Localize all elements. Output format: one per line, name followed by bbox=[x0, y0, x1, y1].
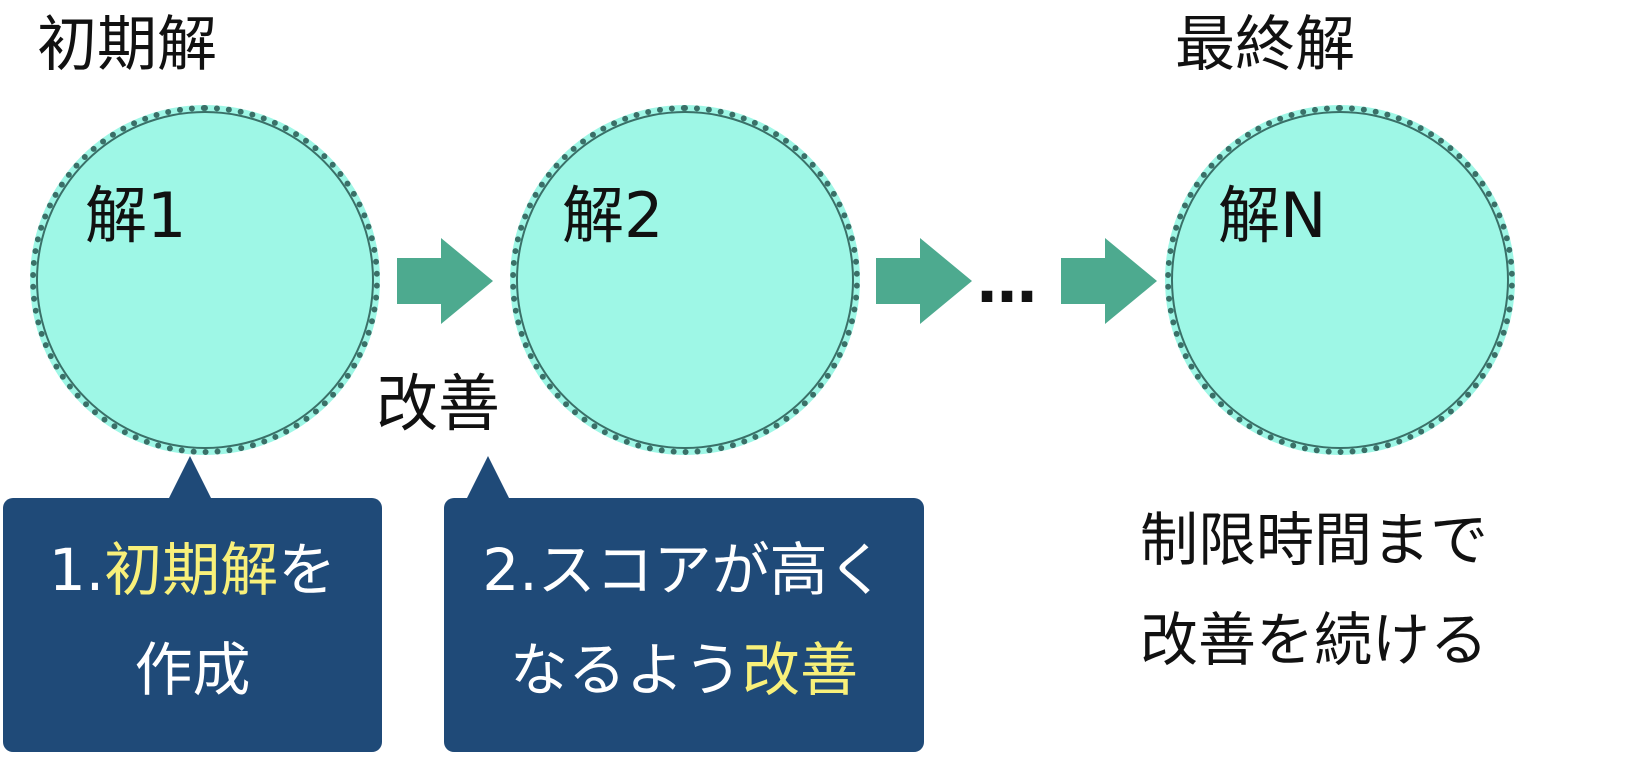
callout-step2-line1: 2.スコアが高く bbox=[482, 536, 886, 604]
final-solution-heading: 最終解 bbox=[1175, 10, 1355, 80]
right-arrow-icon bbox=[397, 238, 493, 324]
callout-step1-pointer bbox=[168, 456, 212, 500]
solution-node-1 bbox=[30, 105, 380, 455]
solution-node-2-label: 解2 bbox=[562, 179, 664, 252]
callout-step1-line1: 1.初期解を bbox=[48, 536, 337, 604]
callout-step1-highlight: 初期解 bbox=[104, 536, 279, 604]
callout-step1-line2: 作成 bbox=[134, 636, 251, 704]
callout-step2-line2: なるよう改善 bbox=[509, 636, 859, 704]
initial-solution-heading: 初期解 bbox=[37, 10, 217, 80]
solution-node-n-label: 解N bbox=[1218, 179, 1327, 252]
right-arrow-icon bbox=[1061, 238, 1157, 324]
note-line1: 制限時間まで bbox=[1140, 506, 1489, 574]
improvement-label: 改善 bbox=[376, 367, 501, 440]
solution-node-n bbox=[1165, 105, 1515, 455]
right-arrow-icon bbox=[876, 238, 972, 324]
note-line2: 改善を続ける bbox=[1140, 606, 1489, 674]
solution-node-2 bbox=[510, 105, 860, 455]
callout-step2-pointer bbox=[466, 456, 510, 500]
solution-node-1-label: 解1 bbox=[85, 179, 187, 252]
callout-step1: 1.初期解を 作成 bbox=[3, 498, 382, 752]
ellipsis: … bbox=[977, 247, 1039, 317]
callout-step2: 2.スコアが高く なるよう改善 bbox=[444, 498, 924, 752]
callout-step2-highlight: 改善 bbox=[742, 636, 859, 704]
continue-improving-note: 制限時間まで 改善を続ける bbox=[1140, 490, 1488, 690]
